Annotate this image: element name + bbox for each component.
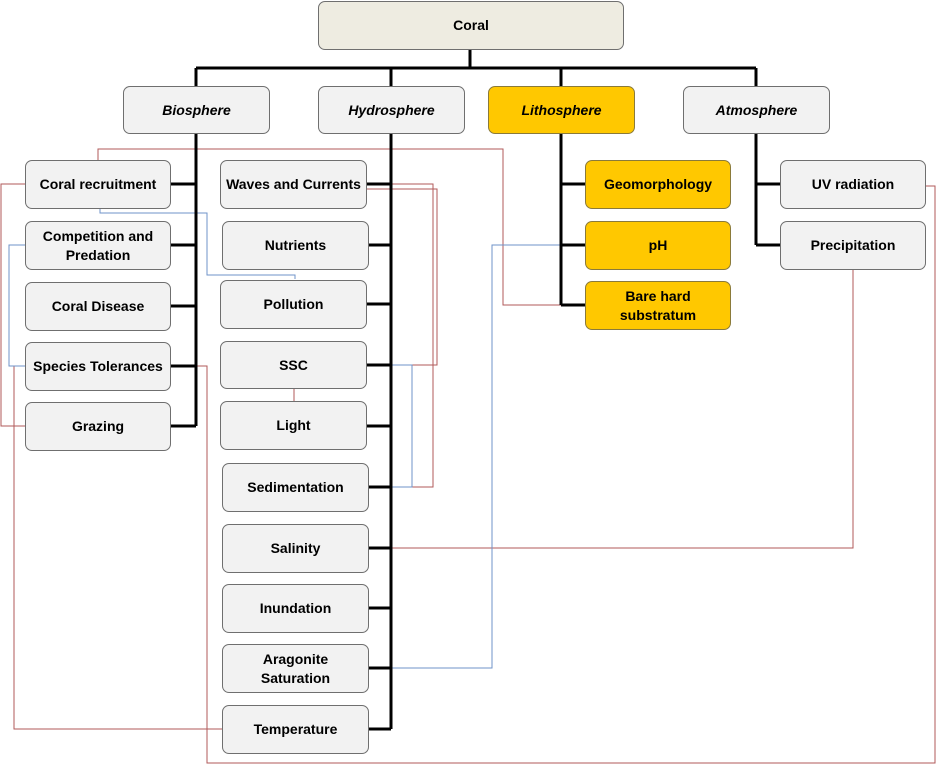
ph-label: pH [648,237,668,253]
node-biosphere[interactable]: Biosphere [123,86,270,134]
pollution-label: Pollution [263,296,324,312]
node-light[interactable]: Light [220,401,367,450]
root-label: Coral [453,17,489,33]
node-coral-recruitment[interactable]: Coral recruitment [25,160,171,209]
species-tolerances-label: Species Tolerances [33,358,163,374]
sedimentation-label: Sedimentation [247,479,344,495]
link-precipitation-salinity [369,270,854,549]
lithosphere-label: Lithosphere [521,101,602,118]
nutrients-label: Nutrients [264,237,327,253]
hydrosphere-label: Hydrosphere [348,101,435,118]
node-atmosphere[interactable]: Atmosphere [683,86,830,134]
biosphere-label: Biosphere [162,101,231,118]
atmosphere-label: Atmosphere [715,101,798,118]
node-temperature[interactable]: Temperature [222,705,369,754]
ssc-label: SSC [279,356,308,373]
uv-radiation-label: UV radiation [811,176,895,192]
salinity-label: Salinity [270,540,321,556]
tree-lines [171,50,780,731]
node-competition-predation[interactable]: Competition and Predation [25,221,171,270]
coral-recruitment-label: Coral recruitment [39,176,157,192]
temperature-label: Temperature [253,721,338,737]
bare-hard-substratum-label: Bare hard substratum [619,287,697,323]
node-waves-currents[interactable]: Waves and Currents [220,160,367,209]
link-competition-species [8,244,25,367]
node-aragonite-saturation[interactable]: Aragonite Saturation [222,644,369,693]
coral-disease-label: Coral Disease [51,298,145,314]
node-ssc[interactable]: SSC [220,341,367,389]
node-nutrients[interactable]: Nutrients [222,221,369,270]
link-recruitment-pollution [99,209,296,279]
link-recruitment-substratum [97,148,585,306]
node-bare-hard-substratum[interactable]: Bare hard substratum [585,281,731,330]
node-hydrosphere[interactable]: Hydrosphere [318,86,465,134]
node-coral-disease[interactable]: Coral Disease [25,282,171,331]
node-species-tolerances[interactable]: Species Tolerances [25,342,171,391]
node-sedimentation[interactable]: Sedimentation [222,463,369,512]
node-inundation[interactable]: Inundation [222,584,369,633]
node-pollution[interactable]: Pollution [220,280,367,329]
node-grazing[interactable]: Grazing [25,402,171,451]
precipitation-label: Precipitation [810,237,896,253]
node-precipitation[interactable]: Precipitation [780,221,926,270]
link-waves-sedimentation [367,183,434,488]
link-aragonite-ph [369,244,585,669]
light-label: Light [276,417,311,433]
node-lithosphere[interactable]: Lithosphere [488,86,635,134]
waves-currents-label: Waves and Currents [226,176,361,192]
node-uv-radiation[interactable]: UV radiation [780,160,926,209]
grazing-label: Grazing [71,418,125,434]
node-ph[interactable]: pH [585,221,731,270]
link-species-uv [170,185,936,764]
link-recruitment-grazing [0,183,25,427]
competition-predation-label: Competition and Predation [42,227,154,263]
node-salinity[interactable]: Salinity [222,524,369,573]
aragonite-saturation-label: Aragonite Saturation [260,650,331,686]
geomorphology-label: Geomorphology [603,176,713,192]
link-waves-ssc [367,188,438,366]
root-node-coral[interactable]: Coral [318,1,624,50]
inundation-label: Inundation [259,600,332,616]
node-geomorphology[interactable]: Geomorphology [585,160,731,209]
